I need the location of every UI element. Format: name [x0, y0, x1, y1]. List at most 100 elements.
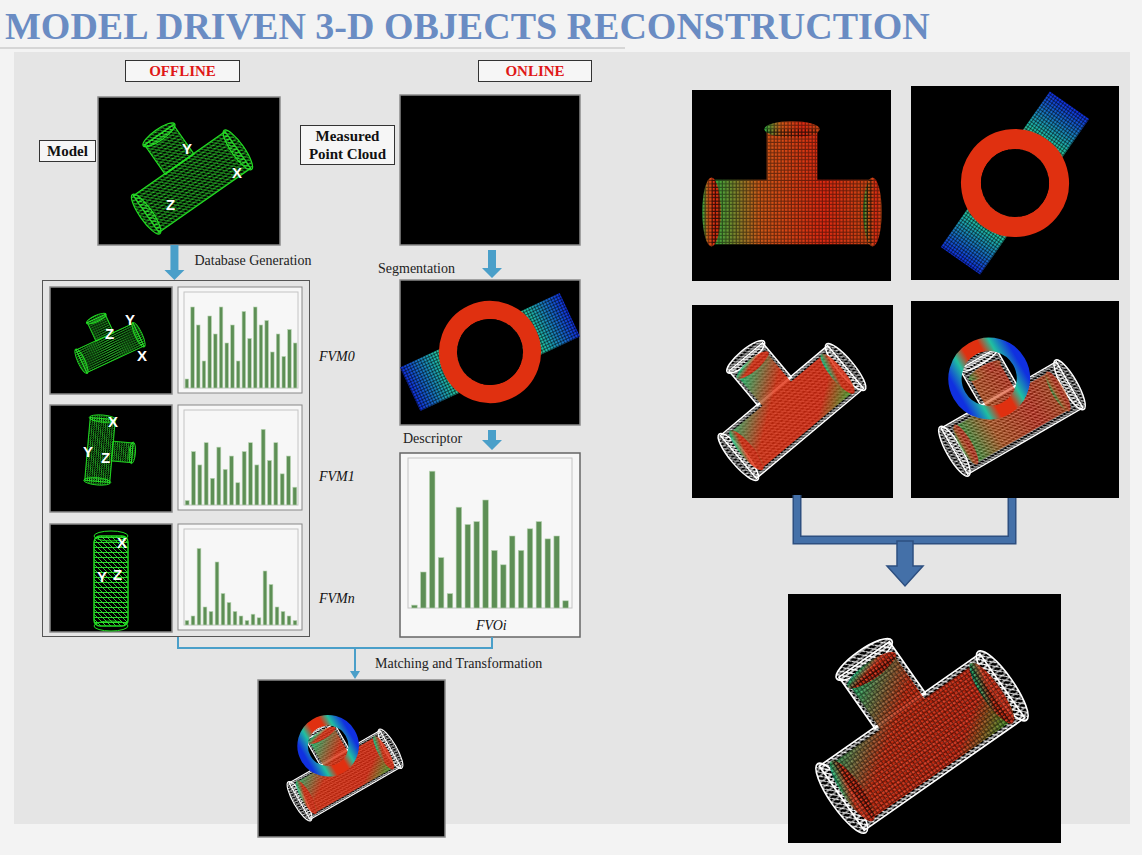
axis-label: Z	[113, 567, 122, 583]
caption-box: Measured Point Cloud	[300, 125, 395, 165]
histogram-bar	[230, 456, 234, 505]
model-view-thumb: X YZ	[51, 525, 173, 633]
histogram-bar	[231, 325, 235, 388]
histogram-bar	[276, 334, 280, 388]
axis-label: Y	[83, 444, 93, 460]
arrow-shaft	[170, 245, 178, 270]
histogram-bar	[536, 522, 542, 608]
axis-label: X	[137, 348, 147, 364]
histogram-bar	[221, 594, 225, 626]
histogram-bar	[211, 478, 215, 505]
model-view-thumb: YZ X	[51, 288, 173, 395]
histogram-bar	[219, 307, 223, 388]
histogram-bar	[263, 571, 267, 625]
axis-label: X	[232, 165, 242, 181]
histogram-bar	[233, 612, 237, 626]
feature-vector-label: FVOi	[476, 618, 507, 634]
box-text: Measured Point Cloud	[307, 127, 388, 163]
histogram-bar	[197, 549, 201, 626]
step-label: Matching and Transformation	[375, 656, 542, 672]
histogram-bar	[261, 429, 265, 505]
histogram-bar	[274, 443, 278, 505]
histogram-bar	[223, 469, 227, 505]
histogram-bar	[249, 443, 253, 505]
histogram-bar	[257, 618, 261, 625]
step-label: Descriptor	[403, 431, 462, 447]
histogram-bar	[527, 529, 533, 608]
histogram-bar	[509, 536, 515, 608]
histogram-bar	[447, 594, 453, 608]
histogram-bar	[196, 325, 200, 388]
histogram-bar	[474, 522, 480, 608]
histogram-bar	[280, 474, 284, 505]
histogram-bar	[242, 452, 246, 505]
histogram-bar	[239, 616, 243, 625]
axis-label: Y	[125, 312, 135, 328]
histogram-bar	[287, 616, 291, 625]
histogram-bar	[251, 614, 255, 625]
histogram-bar	[293, 343, 297, 388]
box-text: Model	[46, 142, 89, 160]
feature-vector-label: FVMn	[319, 591, 355, 607]
histogram-bar	[271, 352, 275, 388]
section-tag: OFFLINE	[125, 60, 240, 82]
feature-vector-label: FVM1	[319, 469, 355, 485]
step-label: Segmentation	[378, 261, 455, 277]
histogram-bar	[259, 325, 263, 388]
histogram-bar	[456, 507, 462, 608]
histogram-bar	[227, 603, 231, 626]
histogram-bar	[412, 605, 418, 608]
caption-box: Model	[39, 140, 96, 162]
histogram-bar	[236, 483, 240, 505]
descriptor-chart: FVOi	[400, 453, 580, 637]
axis-label: Y	[97, 569, 107, 585]
histogram-bar	[492, 550, 498, 608]
histogram-bar	[208, 316, 212, 388]
histogram-bar	[438, 558, 444, 608]
axis-label: Z	[105, 326, 114, 342]
histogram-bar	[242, 312, 246, 389]
histogram-bar	[185, 621, 189, 626]
histogram-bar	[236, 361, 240, 388]
histogram-bar	[192, 452, 196, 505]
flow-arrow	[164, 245, 184, 280]
histogram-bar	[202, 361, 206, 388]
histogram-bar	[198, 465, 202, 505]
histogram-bar	[421, 572, 427, 608]
histogram-bar	[293, 621, 297, 626]
model-image: YXZ	[98, 97, 280, 245]
histogram-bar	[214, 334, 218, 388]
database-panel: FVM0FVM1FVMnYZXXYZXYZ	[42, 280, 310, 637]
histogram-bar	[518, 550, 524, 608]
histogram-bar	[268, 461, 272, 506]
histogram-bar	[288, 330, 292, 389]
histogram-bar	[215, 562, 219, 625]
histogram-bar	[554, 536, 560, 608]
histogram-bar	[245, 621, 249, 626]
histogram-bar	[545, 539, 551, 608]
histogram-bar	[269, 585, 273, 626]
histogram-bar	[209, 612, 213, 626]
histogram-bar	[185, 501, 189, 505]
histogram-bar	[275, 607, 279, 625]
histogram-bar	[185, 379, 189, 388]
histogram-bar	[465, 524, 471, 608]
histogram-bar	[563, 601, 569, 608]
axis-label: Z	[101, 450, 110, 466]
axis-label: X	[117, 535, 127, 551]
histogram-bar	[253, 307, 257, 388]
model-view-thumb: XYZ	[51, 406, 173, 513]
box-text: OFFLINE	[132, 62, 233, 80]
histogram-bar	[203, 607, 207, 625]
arrow-head	[164, 270, 184, 280]
feature-vector-label: FVM0	[319, 349, 355, 365]
histogram-bar	[191, 616, 195, 625]
section-tag: ONLINE	[478, 60, 592, 82]
histogram-bar	[191, 307, 195, 388]
axis-label: X	[108, 414, 118, 430]
histogram-bar	[265, 321, 269, 389]
histogram-bar	[501, 565, 507, 608]
